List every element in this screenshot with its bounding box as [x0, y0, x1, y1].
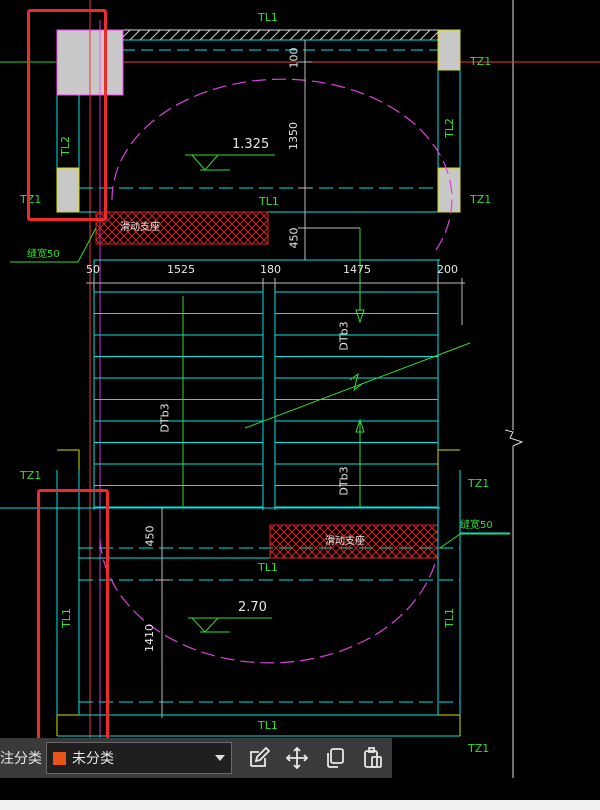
walk-lines — [182, 228, 471, 508]
dim-100: 100 — [287, 47, 301, 69]
column-top-right — [437, 29, 461, 71]
elevation-marker-upper — [185, 154, 275, 171]
column-label-tz1-top-right: TZ1 — [470, 55, 492, 68]
note-leaders — [10, 227, 510, 549]
dim-450-lower: 450 — [143, 525, 157, 547]
column-label-tz1-mid-right: TZ1 — [470, 193, 492, 206]
elevation-marker-lower — [188, 617, 272, 633]
rotation-arcs — [99, 78, 453, 664]
copy-button[interactable] — [316, 739, 354, 777]
support-label-upper: 滑动支座 — [120, 222, 160, 233]
highlight-box-top-left — [27, 9, 107, 221]
beam-label-tl2-right: TL2 — [442, 118, 456, 138]
highlight-box-bottom-left — [37, 489, 109, 749]
column-label-tz1-lower-left: TZ1 — [20, 469, 42, 482]
sliding-support-lower — [269, 524, 439, 559]
property-toolbar: 注分类 未分类 — [0, 738, 392, 778]
stair-frame — [93, 259, 440, 510]
top-beam — [123, 29, 438, 51]
gap-note-right: 缝宽50 — [460, 520, 493, 531]
dim-50: 50 — [86, 263, 100, 276]
gap-note-left: 缝宽50 — [27, 249, 60, 260]
category-color-swatch — [53, 751, 66, 765]
column-mid-right — [437, 167, 461, 213]
bottom-strip — [0, 778, 600, 810]
move-icon — [285, 746, 309, 770]
dim-1410: 1410 — [143, 624, 156, 652]
column-label-tz1-lower-right: TZ1 — [468, 477, 490, 490]
dimension-row — [86, 278, 465, 325]
move-button[interactable] — [278, 739, 316, 777]
beam-label-tl1-mid: TL1 — [259, 195, 279, 208]
right-edge-lines — [504, 0, 524, 800]
dim-1475: 1475 — [343, 263, 371, 276]
dim-200: 200 — [437, 263, 458, 276]
beam-label-tl1-top: TL1 — [258, 11, 278, 24]
paste-icon — [364, 747, 382, 768]
side-beams-upper — [56, 70, 461, 168]
category-dropdown[interactable]: 未分类 — [46, 742, 232, 774]
stair-label-dtb3-a: DTb3 — [337, 321, 351, 351]
column-mid-left — [56, 167, 80, 213]
sliding-support-upper — [95, 211, 269, 245]
lower-columns — [56, 449, 461, 736]
chevron-down-icon[interactable] — [215, 755, 225, 761]
beam-label-tl1-bottom: TL1 — [258, 719, 278, 732]
dim-450-upper: 450 — [287, 227, 301, 249]
elevation-upper: 1.325 — [232, 137, 270, 152]
beam-label-tl1-lower: TL1 — [258, 561, 278, 574]
category-label: 注分类 — [0, 750, 42, 766]
edit-button[interactable] — [240, 739, 278, 777]
column-label-tz1-mid-left: TZ1 — [20, 193, 42, 206]
paste-button[interactable] — [354, 739, 392, 777]
stair-label-dtb3-b: DTb3 — [158, 403, 172, 433]
vertical-dimensions — [155, 40, 360, 718]
dim-1350: 1350 — [287, 122, 300, 150]
beam-label-tl1-right: TL1 — [442, 608, 456, 628]
elevation-lower: 2.70 — [238, 600, 267, 615]
stair-label-dtb3-c: DTb3 — [337, 466, 351, 496]
dim-1525: 1525 — [167, 263, 195, 276]
side-beams-lower — [0, 470, 510, 737]
edit-icon — [250, 746, 271, 767]
support-label-lower: 滑动支座 — [325, 536, 365, 547]
category-value: 未分类 — [72, 750, 114, 766]
dim-180: 180 — [260, 263, 281, 276]
copy-icon — [327, 748, 344, 768]
stair-treads — [94, 291, 438, 508]
column-label-tz1-bottom-right: TZ1 — [468, 742, 490, 755]
